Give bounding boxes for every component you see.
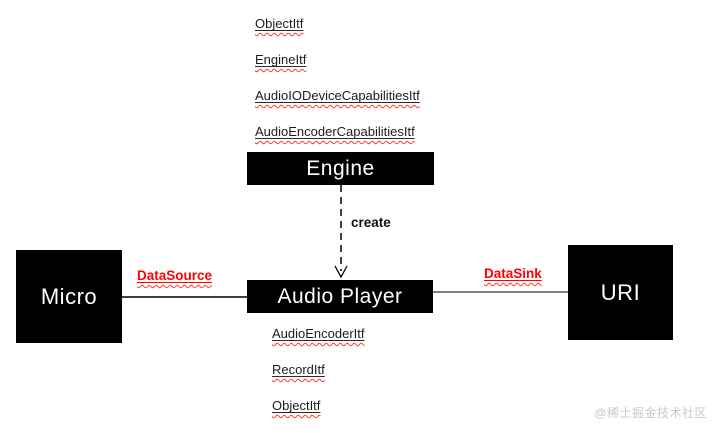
interface-label-audioiodevicecapabilitiesitf: AudioIODeviceCapabilitiesItf [255, 88, 420, 103]
uri-node: URI [568, 245, 673, 340]
datasource-edge-label: DataSource [137, 268, 213, 283]
engine-node: Engine [247, 152, 434, 185]
interface-label-audioencoderitf: AudioEncoderItf [272, 326, 365, 341]
uri-node-label: URI [600, 279, 641, 305]
interface-label-audioencodercapabilitiesitf: AudioEncoderCapabilitiesItf [255, 124, 415, 139]
micro-node-label: Micro [40, 283, 98, 309]
micro-node: Micro [16, 250, 122, 343]
engine-interface-list: ObjectItf EngineItf AudioIODeviceCapabil… [255, 16, 420, 139]
interface-label-objectitf-bottom: ObjectItf [272, 398, 321, 413]
create-arrowhead-icon [334, 265, 348, 279]
engine-node-label: Engine [306, 156, 375, 180]
audio-player-interface-list: AudioEncoderItf RecordItf ObjectItf [272, 326, 365, 413]
interface-label-engineitf: EngineItf [255, 52, 307, 67]
audio-player-node: Audio Player [247, 280, 433, 313]
interface-label-objectitf: ObjectItf [255, 16, 304, 31]
interface-label-recorditf: RecordItf [272, 362, 325, 377]
create-edge-label: create [351, 215, 391, 230]
watermark-text: @稀土掘金技术社区 [594, 406, 707, 420]
audio-player-node-label: Audio Player [277, 284, 403, 308]
datasink-edge-label: DataSink [484, 266, 542, 281]
